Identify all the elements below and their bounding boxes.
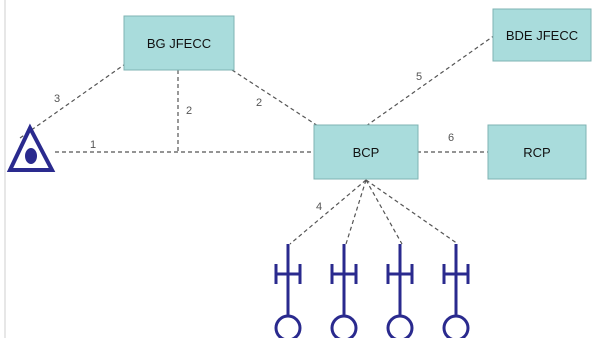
link-bcp-bde [365,34,496,127]
node-bg-jfecc: BG JFECC [123,15,235,71]
link-label-2b: 2 [256,97,262,109]
link-label-1: 1 [90,139,96,151]
link-label-3: 3 [54,93,60,105]
observer-triangle-icon [6,123,56,172]
node-bde-jfecc: BDE JFECC [492,8,592,62]
link-bcp-unit-3 [365,179,403,245]
link-label-6: 6 [448,132,454,144]
node-bcp-label: BCP [353,145,380,160]
artillery-unit-icon [386,244,414,338]
artillery-unit-icon [442,244,470,338]
link-label-4: 4 [316,201,322,213]
link-label-2a: 2 [186,105,192,117]
link-bcp-unit-1 [289,179,367,245]
link-bg-bcp [231,69,319,127]
artillery-unit-icon [274,244,302,338]
node-rcp: RCP [487,124,587,180]
node-bde-jfecc-label: BDE JFECC [506,28,578,43]
link-label-5: 5 [416,71,422,83]
node-bg-jfecc-label: BG JFECC [147,36,211,51]
link-observer-bg [19,61,129,139]
node-bcp: BCP [313,124,419,180]
link-bcp-unit-2 [345,179,367,245]
node-rcp-label: RCP [523,145,550,160]
artillery-unit-icon [330,244,358,338]
link-bcp-unit-4 [365,179,459,245]
